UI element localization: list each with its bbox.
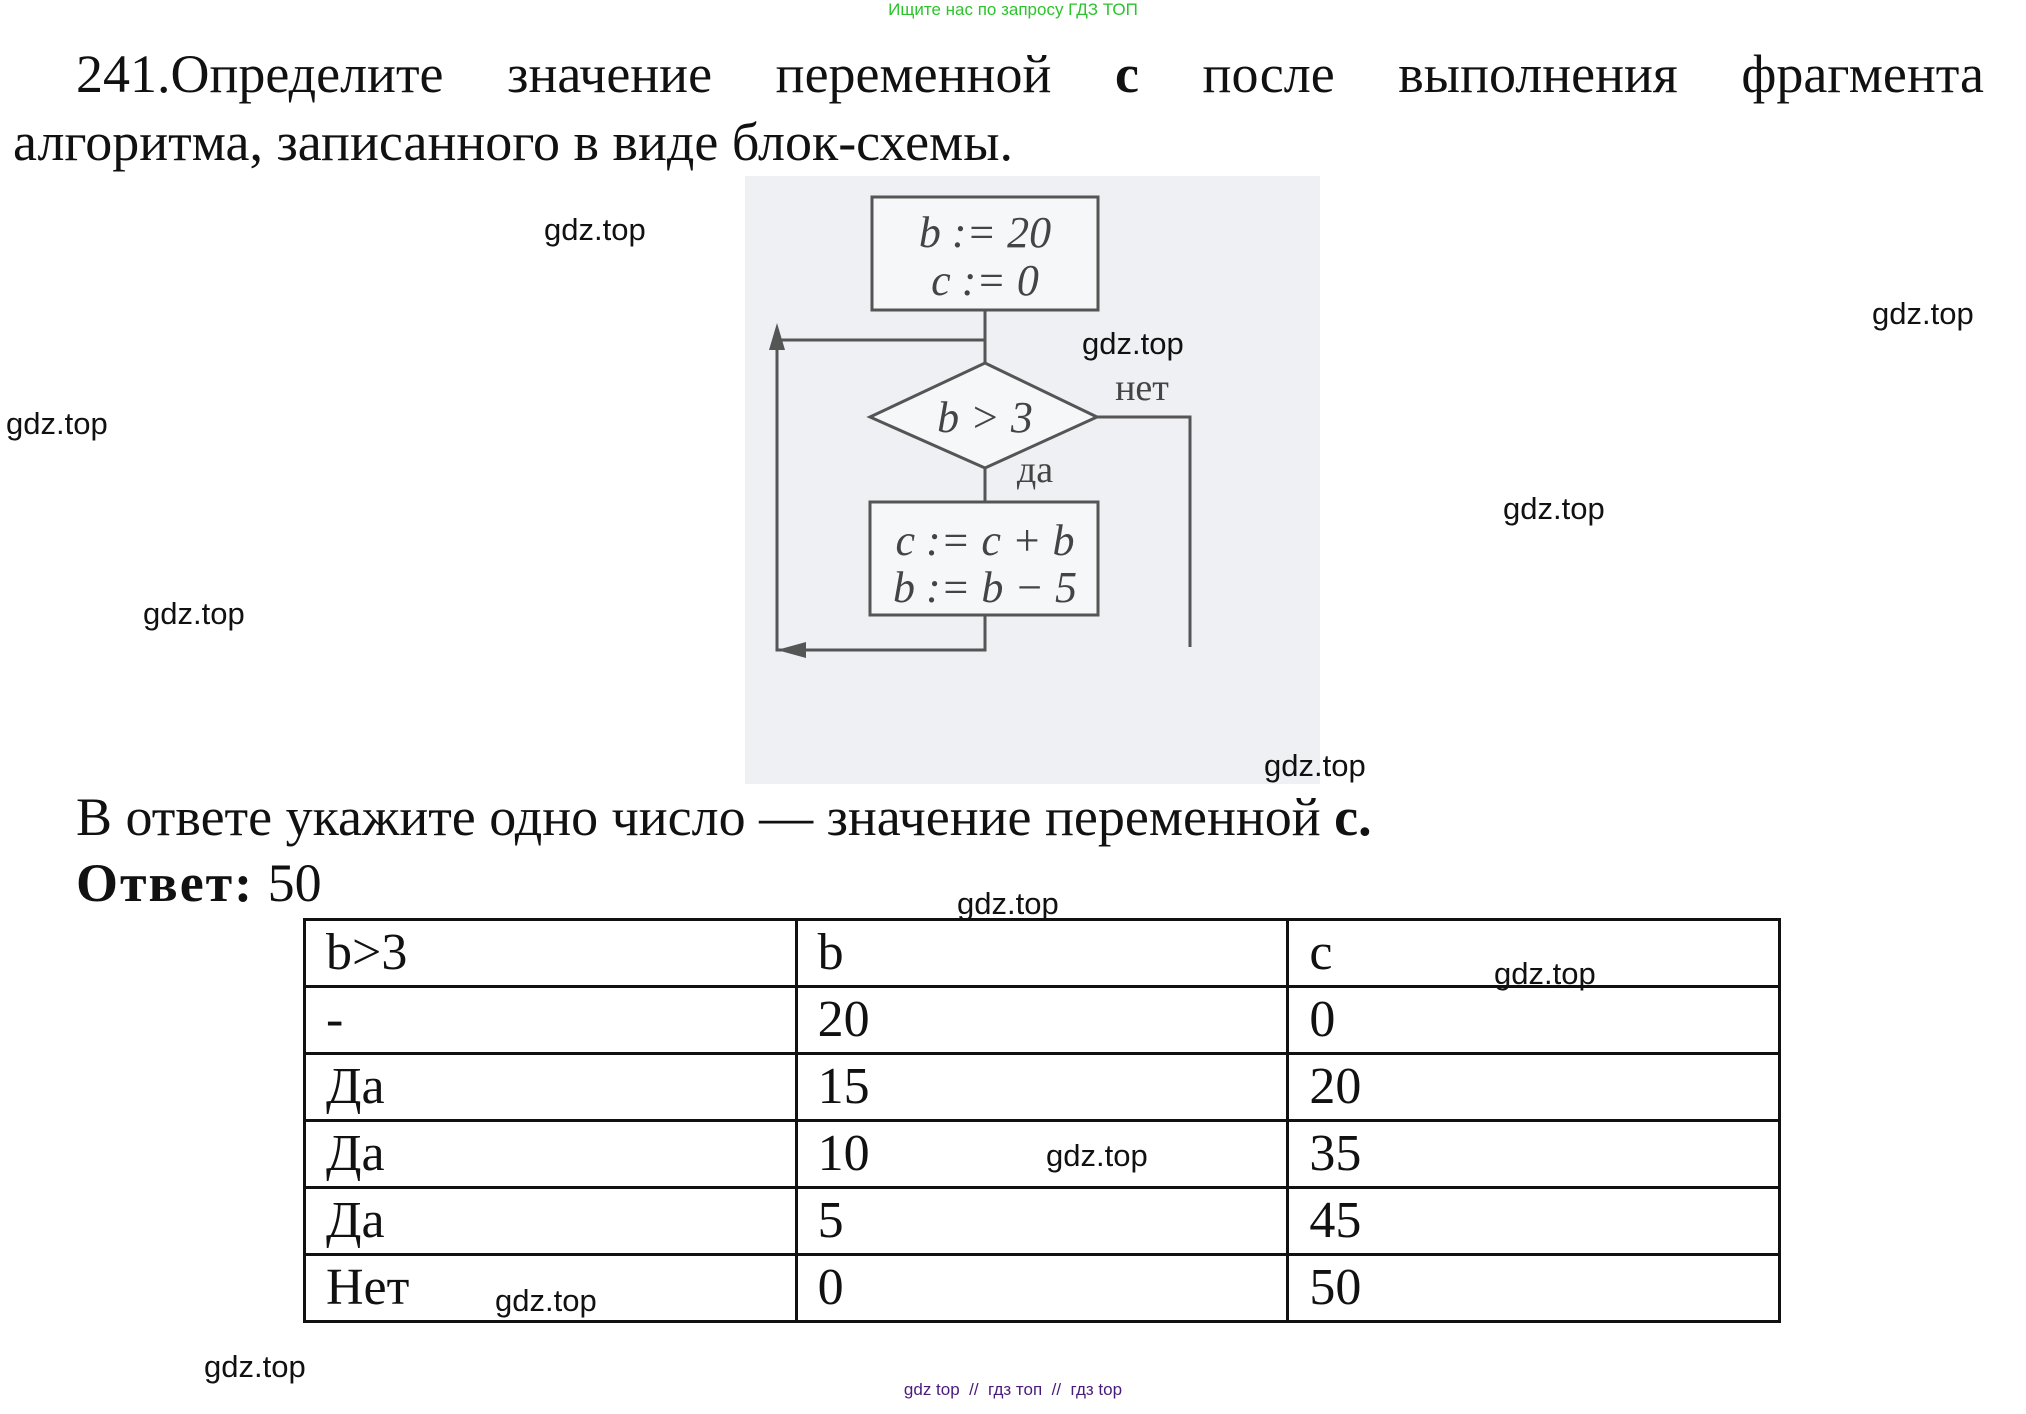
watermark: gdz.top (1872, 296, 1974, 331)
footer-link[interactable]: гдз top (1070, 1380, 1123, 1399)
answer-value: 50 (254, 853, 322, 913)
footer-links: gdz top // гдз топ // гдз top (0, 1380, 2026, 1400)
watermark: gdz.top (495, 1283, 597, 1318)
body-c: c := c + b (895, 516, 1074, 565)
cell: 45 (1286, 1186, 1781, 1256)
init-b: b := 20 (919, 208, 1051, 257)
footer-link[interactable]: gdz top (903, 1380, 960, 1399)
cell: Да (303, 1186, 798, 1256)
body-b: b := b − 5 (893, 563, 1077, 612)
watermark: gdz.top (1082, 326, 1184, 361)
cell: - (303, 985, 798, 1055)
watermark: gdz.top (1503, 491, 1605, 526)
no-label: нет (1115, 367, 1169, 409)
watermark: gdz.top (1264, 748, 1366, 783)
answer: Ответ: 50 (76, 852, 322, 914)
cell: Нет (303, 1253, 798, 1323)
task-line1-end: после выполнения фрагмента (1138, 44, 1984, 104)
cell: 15 (794, 1052, 1290, 1122)
watermark: gdz.top (6, 406, 108, 441)
note-variable: c. (1334, 787, 1372, 847)
task-text: 241.Определите значение переменной c пос… (13, 40, 1984, 176)
cell: 20 (794, 985, 1290, 1055)
cell: 0 (1286, 985, 1781, 1055)
cell: 50 (1286, 1253, 1781, 1323)
init-block (870, 195, 1100, 312)
cell: Да (303, 1052, 798, 1122)
cell: 20 (1286, 1052, 1781, 1122)
table-header: b>3 b c (303, 918, 1781, 988)
separator: // (969, 1380, 979, 1399)
note-text: В ответе укажите одно число — значение п… (76, 787, 1335, 847)
watermark: gdz.top (143, 596, 245, 631)
header-cell: b (794, 918, 1290, 988)
cell: 35 (1286, 1119, 1781, 1189)
watermark: gdz.top (1494, 956, 1596, 991)
footer-link[interactable]: гдз топ (988, 1380, 1043, 1399)
watermark: gdz.top (204, 1349, 306, 1384)
yes-label: да (1017, 449, 1053, 491)
cell: 10 (794, 1119, 1290, 1189)
cell: 0 (794, 1253, 1290, 1323)
exit-line (1097, 415, 1192, 647)
header-cell: b>3 (303, 918, 798, 988)
header-cell: c (1286, 918, 1781, 988)
cell: Да (303, 1119, 798, 1189)
cell: 5 (794, 1186, 1290, 1256)
task-variable: c (1114, 44, 1139, 104)
arrow-up-icon (769, 323, 785, 350)
init-c: c := 0 (931, 256, 1039, 305)
watermark: gdz.top (544, 212, 646, 247)
answer-label: Ответ: (76, 853, 255, 913)
body-block (868, 500, 1100, 617)
search-banner[interactable]: Ищите нас по запросу ГДЗ ТОП (888, 0, 1138, 19)
watermark: gdz.top (1046, 1138, 1148, 1173)
task-line1: 241.Определите значение переменной (76, 44, 1115, 104)
condition-text: b > 3 (937, 393, 1033, 442)
watermark: gdz.top (957, 886, 1059, 921)
task-line2: алгоритма, записанного в виде блок-схемы… (13, 112, 1014, 172)
arrow-left-icon (777, 642, 806, 658)
separator: // (1051, 1380, 1062, 1399)
answer-instruction: В ответе укажите одно число — значение п… (76, 786, 1372, 848)
